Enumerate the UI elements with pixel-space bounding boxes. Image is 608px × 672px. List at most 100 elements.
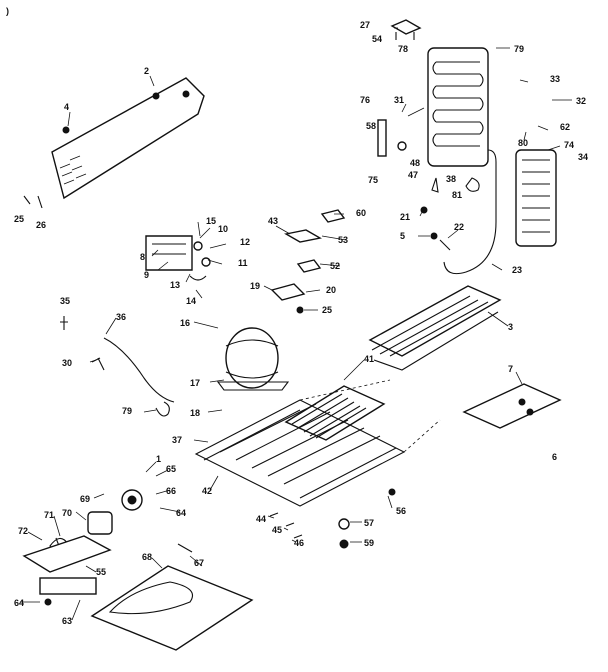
part-64-screw [44,598,52,606]
label-65: 65 [166,464,176,474]
corner-mark: ) [6,6,9,16]
label-5: 5 [400,231,405,241]
part-25-screw [296,306,304,314]
part-22 [439,239,451,251]
label-45: 45 [272,525,282,535]
label-69: 69 [80,494,90,504]
label-6: 6 [552,452,557,462]
label-43: 43 [268,216,278,226]
label-11: 11 [238,258,248,268]
base-frame [194,379,441,507]
relay-assembly [145,235,211,281]
label-64: 64 [176,508,186,518]
label-59: 59 [364,538,374,548]
screws-25-26 [23,195,43,209]
part-60 [320,209,346,223]
part-38-clip [465,177,480,192]
label-3: 3 [508,322,513,332]
label-31: 31 [394,95,404,105]
label-17: 17 [190,378,200,388]
part-57 [338,518,350,530]
fan-motor-assembly [49,489,143,555]
label-26: 26 [36,220,46,230]
label-67: 67 [194,558,204,568]
drain-pan [462,383,562,429]
label-38: 38 [446,174,456,184]
label-33: 33 [550,74,560,84]
label-18: 18 [190,408,200,418]
label-54: 54 [372,34,382,44]
label-46: 46 [294,538,304,548]
fan-bracket [22,535,112,573]
label-47: 47 [408,170,418,180]
label-36: 36 [116,312,126,322]
control-panel [51,77,205,200]
label-72: 72 [18,526,28,536]
label-42: 42 [202,486,212,496]
label-21: 21 [400,212,410,222]
condenser-coil [284,385,386,441]
label-66: 66 [166,486,176,496]
drain-tray [368,285,502,371]
part-59 [339,539,349,549]
label-56: 56 [396,506,406,516]
label-44: 44 [256,514,266,524]
condenser-coil-small [515,149,557,247]
label-32: 32 [576,96,586,106]
label-41: 41 [364,354,374,364]
label-7: 7 [508,364,513,374]
label-35: 35 [60,296,70,306]
label-22: 22 [454,222,464,232]
label-34: 34 [578,152,588,162]
part-75 [397,141,407,151]
top-bracket [390,19,422,40]
label-37: 37 [172,435,182,445]
label-16: 16 [180,318,190,328]
label-75: 75 [368,175,378,185]
label-9: 9 [144,270,149,280]
label-14: 14 [186,296,196,306]
part-56 [388,488,396,496]
label-57: 57 [364,518,374,528]
label-60: 60 [356,208,366,218]
label-19: 19 [250,281,260,291]
part-5 [430,232,438,240]
label-2: 2 [144,66,149,76]
bottom-pan [90,565,254,651]
part-58-strip [377,119,387,157]
screws-44-45-46 [269,512,303,539]
label-55: 55 [96,567,106,577]
label-13: 13 [170,280,180,290]
label-81: 81 [452,190,462,200]
label-76: 76 [360,95,370,105]
label-68: 68 [142,552,152,562]
label-10: 10 [218,224,228,234]
part-63-shroud [39,577,97,595]
part-79-wire [155,401,170,417]
label-25b: 25 [322,305,332,315]
label-1: 1 [156,454,161,464]
part-67 [177,543,193,553]
label-52: 52 [330,261,340,271]
label-79: 79 [514,44,524,54]
label-8: 8 [140,252,145,262]
part-21 [420,206,428,214]
evaporator-coil [427,47,497,275]
label-27: 27 [360,20,370,30]
label-25: 25 [14,214,24,224]
label-4: 4 [64,102,69,112]
part-52 [296,259,322,273]
label-62: 62 [560,122,570,132]
label-20: 20 [326,285,336,295]
part-30 [91,357,105,371]
compressor [216,327,290,391]
label-48: 48 [410,158,420,168]
label-63: 63 [62,616,72,626]
part-53-bracket [284,229,322,243]
part-20-bracket [270,283,306,301]
harness-36 [103,337,175,403]
label-79b: 79 [122,406,132,416]
label-58: 58 [366,121,376,131]
label-64b: 64 [14,598,24,608]
